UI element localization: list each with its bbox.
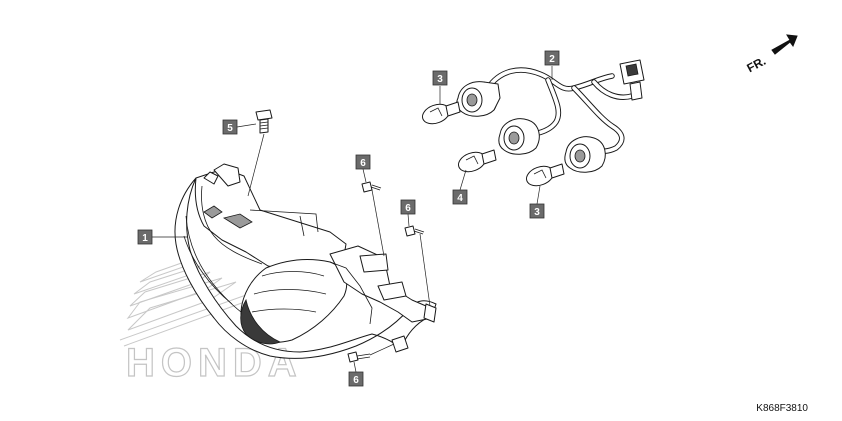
callout-6-bottom-label: 6 <box>353 375 359 386</box>
callout-3-upper-label: 3 <box>437 74 443 85</box>
rear-light-housing <box>174 163 437 359</box>
part-6-screw-c <box>347 351 371 363</box>
callout-4: 4 <box>452 189 468 205</box>
bulb-socket-middle <box>498 118 540 155</box>
callout-5: 5 <box>222 119 238 135</box>
direction-label: FR. <box>744 54 768 75</box>
bulb-3-upper <box>421 101 461 125</box>
callout-1: 1 <box>137 229 153 245</box>
callout-6-bottom: 6 <box>348 371 364 387</box>
part-6-screw-b <box>404 225 425 237</box>
part-5-screw <box>255 109 273 134</box>
watermark-text: HONDA <box>126 341 303 385</box>
callout-2-label: 2 <box>549 54 555 65</box>
wire-harness <box>485 59 645 155</box>
leader-lines <box>152 66 553 373</box>
bulb-socket-upper <box>456 81 501 117</box>
callout-6-top: 6 <box>355 154 371 170</box>
callout-3-upper: 3 <box>432 70 448 86</box>
callout-6-middle-label: 6 <box>405 203 411 214</box>
callout-1-label: 1 <box>142 233 148 244</box>
callout-3-lower: 3 <box>529 203 545 219</box>
bulb-4 <box>457 149 497 173</box>
callout-4-label: 4 <box>457 193 463 204</box>
callout-6-top-label: 6 <box>360 158 366 169</box>
bulb-socket-right <box>564 136 606 173</box>
front-arrow-icon <box>771 34 798 55</box>
diagram-code: K868F3810 <box>756 403 808 414</box>
front-direction-indicator: FR. <box>744 34 798 75</box>
callout-3-lower-label: 3 <box>534 207 540 218</box>
callout-5-label: 5 <box>227 123 233 134</box>
callout-2: 2 <box>544 50 560 66</box>
part-6-screw-a <box>361 181 382 193</box>
bulb-3-lower <box>525 163 565 187</box>
callout-6-middle: 6 <box>400 199 416 215</box>
